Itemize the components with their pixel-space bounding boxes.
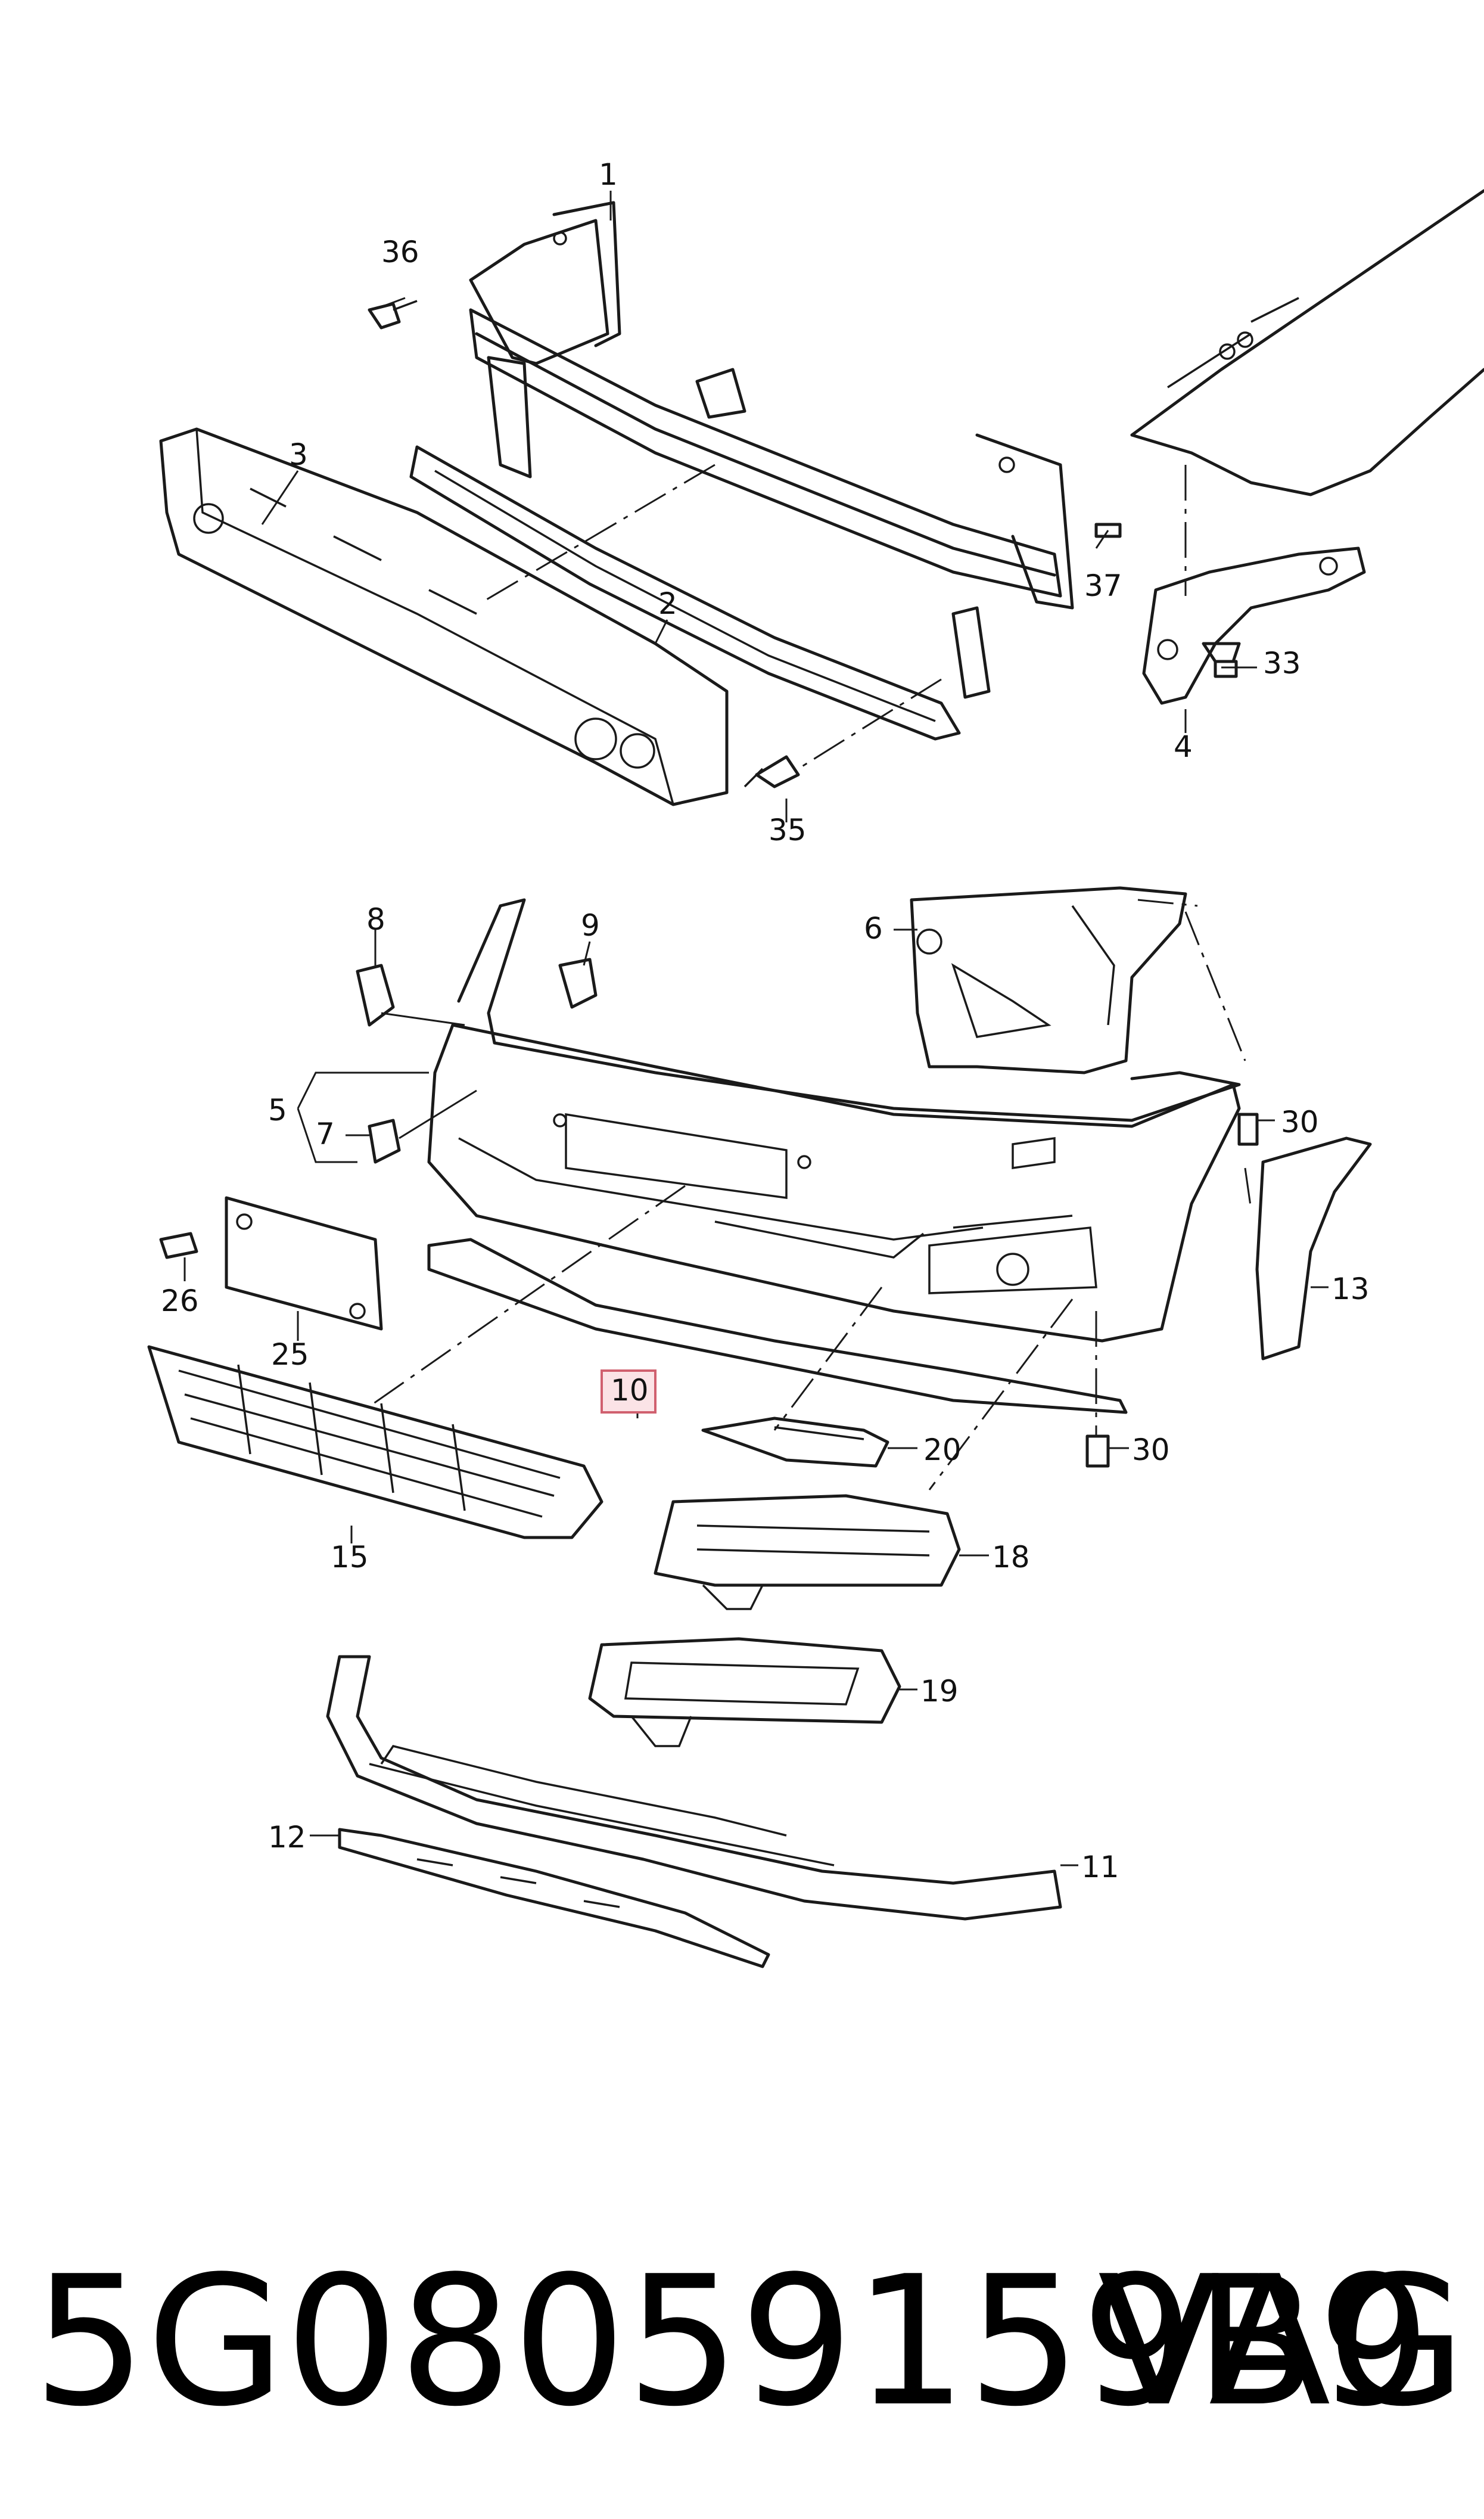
part-12-lower-trim (338, 1828, 770, 1968)
part-10-highlight-box (601, 1369, 657, 1414)
label-20: 20 (923, 1433, 962, 1467)
label-5: 5 (268, 1093, 287, 1128)
part-26-rivet (159, 1232, 198, 1259)
part-9-clip (558, 958, 598, 1009)
part-30a-screw (1237, 1113, 1259, 1146)
label-13: 13 (1331, 1272, 1370, 1306)
label-7: 7 (316, 1117, 335, 1151)
label-37: 37 (1084, 569, 1122, 603)
label-1: 1 (599, 157, 618, 192)
footer: 5G08059159B9 VAG (0, 2223, 1484, 2461)
label-3: 3 (289, 437, 308, 472)
part-30b-screw (1085, 1434, 1110, 1468)
label-18: 18 (992, 1540, 1030, 1574)
part-13-wheel-arch-trim (1255, 1136, 1372, 1361)
part-3-energy-absorber (159, 427, 729, 806)
brand-name: VAG (1097, 2238, 1466, 2446)
part-19-fog-grille (588, 1637, 901, 1747)
label-11: 11 (1081, 1850, 1119, 1884)
part-6-bumper-bracket (910, 886, 1187, 1074)
part-11-lower-spoiler (326, 1655, 1062, 1921)
part-5-bumper-cover (427, 898, 1241, 1343)
part-4-side-bracket (1142, 546, 1366, 705)
label-4: 4 (1174, 729, 1193, 764)
part-1-bumper-carrier (469, 201, 1074, 699)
label-33: 33 (1263, 646, 1301, 681)
label-8: 8 (366, 902, 385, 937)
part-33-nut (1214, 660, 1238, 678)
leader-lines (183, 191, 1329, 1866)
label-9: 9 (581, 908, 600, 943)
label-10: 10 (611, 1373, 649, 1408)
label-25: 25 (271, 1337, 309, 1372)
part-7-clip (368, 1119, 401, 1164)
part-number: 5G08059159B9 (33, 2238, 1431, 2446)
label-12: 12 (268, 1820, 306, 1855)
part-37-bolt (1094, 523, 1122, 538)
part-15-lower-grille (147, 1345, 603, 1539)
assembly-lines (369, 464, 1252, 1490)
part-18-fog-grille (654, 1494, 961, 1610)
label-6: 6 (864, 911, 883, 946)
part-20-fog-trim (701, 1417, 889, 1468)
part-2-absorber-strip (409, 445, 961, 741)
part-10-trim-strip (427, 1238, 1128, 1414)
fender-outline (1130, 189, 1484, 496)
label-26: 26 (161, 1284, 199, 1318)
label-30b: 30 (1132, 1433, 1170, 1467)
part-8-clip (356, 964, 395, 1027)
label-30a: 30 (1281, 1105, 1319, 1139)
label-15: 15 (331, 1540, 369, 1574)
label-35: 35 (769, 813, 807, 847)
label-36: 36 (381, 235, 419, 269)
callout-labels: 1 36 3 37 2 33 4 35 8 9 6 5 30 7 26 13 2… (161, 157, 1370, 1884)
part-35-rivet (743, 755, 800, 788)
label-19: 19 (920, 1674, 959, 1709)
exploded-parts-diagram: 1 36 3 37 2 33 4 35 8 9 6 5 30 7 26 13 2… (147, 157, 1484, 1968)
part-25-plate-bracket (225, 1196, 383, 1331)
part-36-bolt (368, 300, 418, 330)
label-2: 2 (658, 586, 677, 621)
